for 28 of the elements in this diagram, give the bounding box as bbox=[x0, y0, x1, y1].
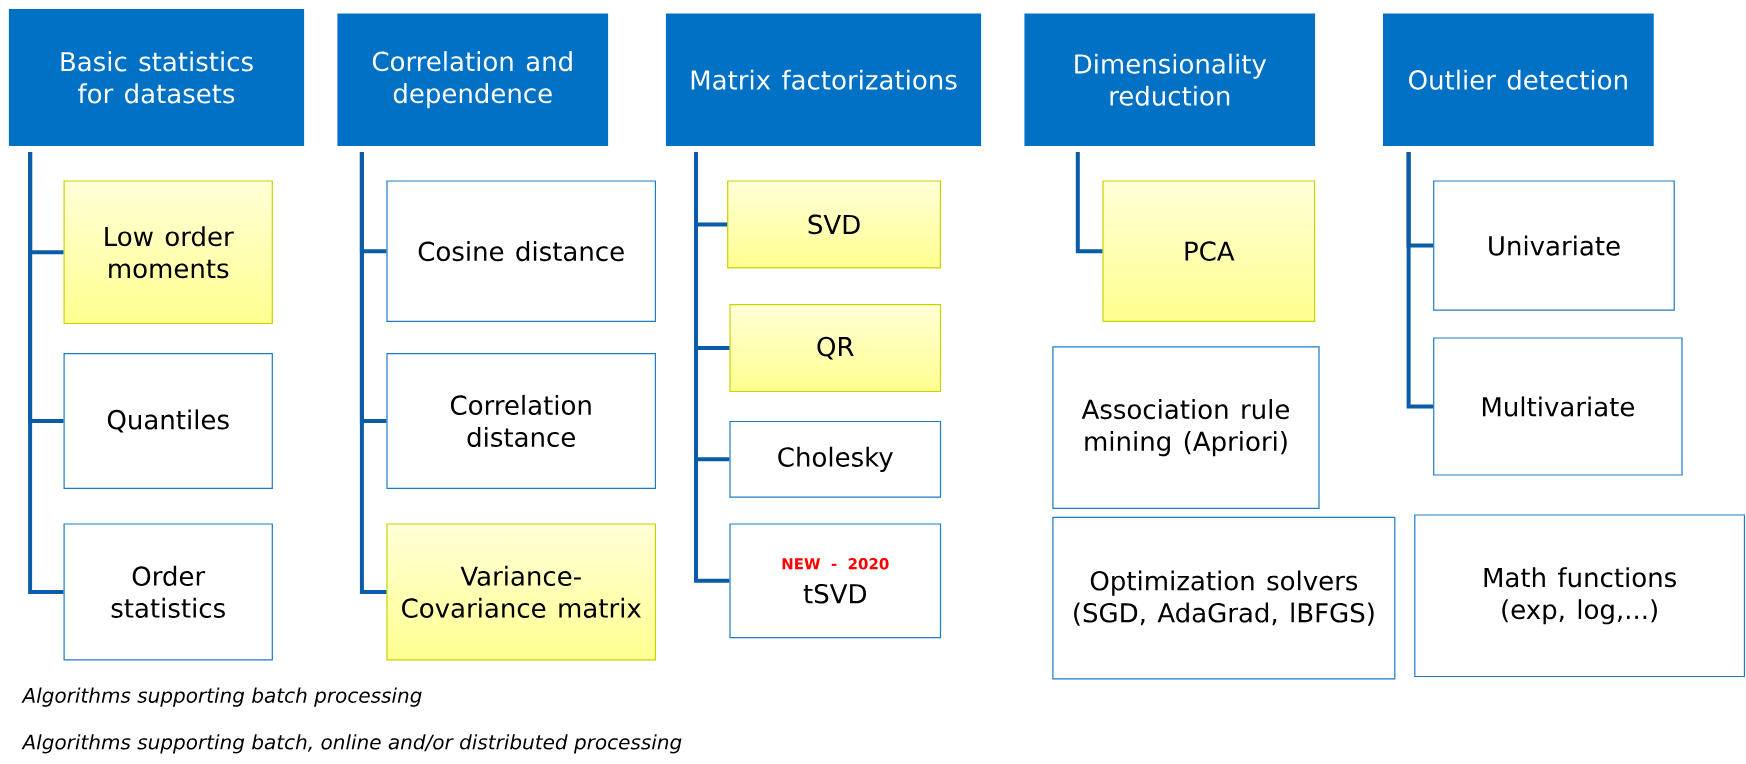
algorithm-box: SVD bbox=[727, 180, 941, 269]
algorithm-box: Math functions (exp, log,...) bbox=[1414, 514, 1745, 678]
algorithm-box: Correlation distance bbox=[386, 353, 656, 489]
tree-connector bbox=[1075, 152, 1103, 254]
algorithm-box: Quantiles bbox=[63, 353, 273, 489]
algorithm-box: QR bbox=[729, 304, 942, 393]
algorithm-box: Cosine distance bbox=[386, 180, 656, 322]
algorithm-box: Low order moments bbox=[63, 180, 273, 325]
algorithm-box: Cholesky bbox=[729, 420, 942, 498]
algorithm-box: Variance-Covariance matrix bbox=[386, 523, 656, 661]
algorithm-box: Multivariate bbox=[1433, 337, 1683, 476]
category-header: Basic statistics for datasets bbox=[8, 8, 305, 146]
tree-connector bbox=[359, 152, 387, 594]
algorithm-box: Univariate bbox=[1433, 180, 1675, 311]
tree-connector bbox=[1406, 152, 1434, 409]
algorithm-box: Association rule mining (Apriori) bbox=[1052, 346, 1320, 509]
algorithm-box: PCA bbox=[1102, 180, 1316, 322]
algorithm-box: Optimization solvers (SGD, AdaGrad, lBFGS) bbox=[1052, 516, 1396, 680]
algorithm-box: Order statistics bbox=[63, 523, 273, 661]
tree-connector bbox=[28, 151, 64, 594]
algorithm-box: NEW - 2020 tSVD bbox=[729, 523, 942, 639]
tree-connector bbox=[694, 152, 730, 583]
note-text: Algorithms supporting batch processing bbox=[21, 687, 422, 707]
category-header: Correlation and dependence bbox=[337, 13, 609, 146]
category-header: Matrix factorizations bbox=[665, 13, 982, 146]
category-header: Dimensionality reduction bbox=[1024, 13, 1316, 146]
category-header: Outlier detection bbox=[1383, 13, 1654, 146]
note-text: Algorithms supporting batch, online and/or distributed processing bbox=[21, 734, 682, 754]
